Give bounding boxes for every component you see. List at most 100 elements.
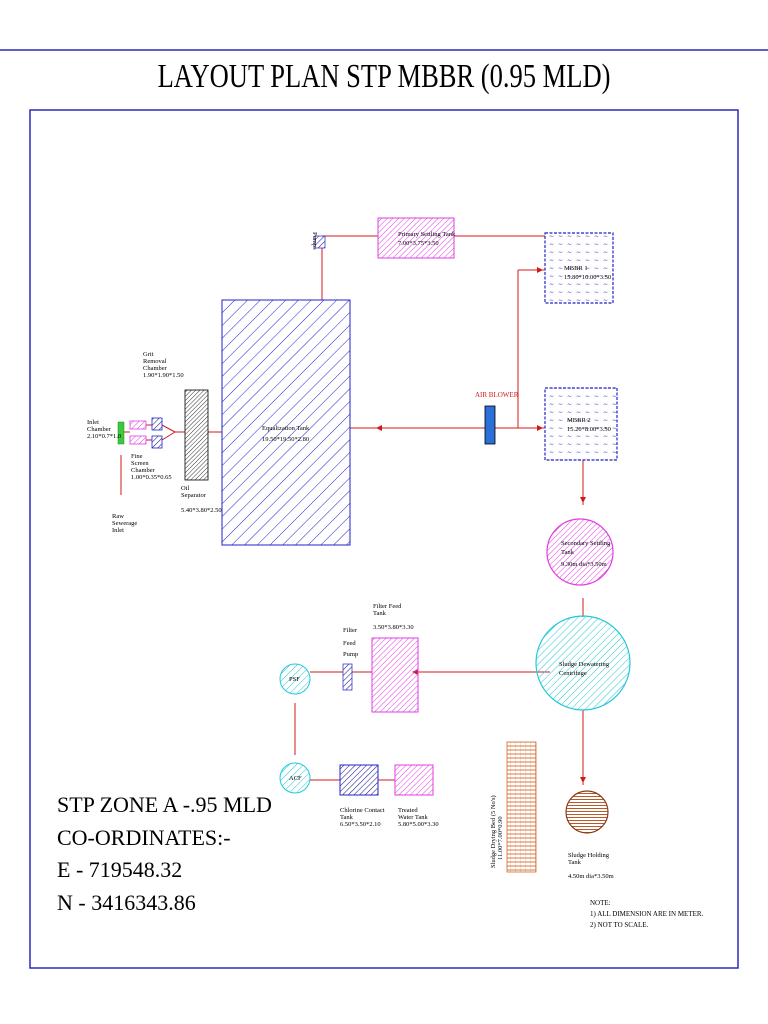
svg-text:Sewerage: Sewerage [112,520,137,527]
fine-screen-chamber-2 [129,435,147,445]
svg-text:15.20*8.00*3.50: 15.20*8.00*3.50 [567,426,611,433]
primary-settling-tank [377,217,455,259]
secondary-settling-tank [546,518,614,586]
psf-label: PSF [289,676,300,683]
svg-text:Chamber: Chamber [87,426,112,433]
secondary-settling-label: Secondary Settling Tank 9.30m dia*3.50m [561,540,611,568]
svg-text:1.00*0.35*0.65: 1.00*0.35*0.65 [131,474,172,481]
svg-text:7.00*3.75*3.50: 7.00*3.75*3.50 [398,240,439,247]
svg-text:Primary Settling Tank: Primary Settling Tank [398,231,456,238]
pump-label: Pumps [311,232,318,250]
svg-text:N - 3416343.86: N - 3416343.86 [57,890,196,915]
air-blower-label: AIR BLOWER [475,391,519,399]
treated-water-tank [394,764,434,796]
treated-water-label: Treated Water Tank 5.80*5.00*3.30 [398,807,439,828]
mbbr-1-label: MBBR 1 15.80*10.00*3.50 [564,265,611,281]
svg-text:Treated: Treated [398,807,418,814]
svg-text:Removal: Removal [143,358,167,365]
sludge-dewatering-centrifuge [535,615,631,711]
svg-text:Feed: Feed [343,640,356,647]
sludge-dewatering-label: Sludge Dewatering Centrifuge [559,661,610,677]
svg-text:4.50m dia*3.50m: 4.50m dia*3.50m [568,873,614,880]
svg-text:Equalization Tank: Equalization Tank [262,425,310,432]
svg-text:CO-ORDINATES:-: CO-ORDINATES:- [57,825,231,850]
svg-text:19.50*19.50*2.80: 19.50*19.50*2.80 [262,436,309,443]
svg-text:Sludge Dewatering: Sludge Dewatering [559,661,610,668]
svg-text:Oil: Oil [181,485,190,492]
svg-text:5.80*5.00*3.30: 5.80*5.00*3.30 [398,821,439,828]
svg-text:Sludge Holding: Sludge Holding [568,852,610,859]
grit-chamber-label: Grit Removal Chamber 1.90*1.90*1.50 [143,351,184,379]
mbbr-2 [544,387,618,461]
svg-text:Tank: Tank [568,859,582,866]
svg-text:Screen: Screen [131,460,149,467]
svg-text:11.00*7.00*0.90: 11.00*7.00*0.90 [497,816,504,860]
svg-text:Grit: Grit [143,351,154,358]
oil-separator-label: Oil Separator 5.40*3.80*2.50 [181,485,222,514]
svg-text:Raw: Raw [112,513,124,520]
svg-text:MBBR 1: MBBR 1 [564,265,588,272]
fine-screen-chamber-1 [129,420,147,430]
svg-text:15.80*10.00*3.50: 15.80*10.00*3.50 [564,274,611,281]
svg-text:Chlorine Contact: Chlorine Contact [340,807,385,814]
inlet-chamber [117,421,125,445]
acf-label: ACF [289,775,302,782]
svg-text:Sludge Drying Bed (5 No's): Sludge Drying Bed (5 No's) [490,795,497,868]
page-title: LAYOUT PLAN STP MBBR (0.95 MLD) [157,58,611,95]
svg-text:Centrifuge: Centrifuge [559,670,587,677]
grit-chamber-1 [151,417,163,431]
notes: NOTE: 1) ALL DIMENSION ARE IN METER. 2) … [590,899,704,929]
filter-feed-pump [342,663,353,691]
svg-text:E - 719548.32: E - 719548.32 [57,857,182,882]
mbbr-1 [544,232,614,304]
svg-text:Tank: Tank [561,549,575,556]
filter-feed-tank [371,637,419,713]
svg-text:Secondary Settling: Secondary Settling [561,540,611,547]
sludge-drying-label: Sludge Drying Bed (5 No's) 11.00*7.00*0.… [490,795,504,868]
acf-filter [279,762,311,794]
svg-text:Chamber: Chamber [143,365,168,372]
filter-feed-tank-label: Filter Feed Tank 3.50*3.80*3.30 [373,603,414,631]
sludge-drying-bed [506,741,537,873]
svg-text:Filter Feed: Filter Feed [373,603,402,610]
inlet-chamber-label: Inlet Chamber 2.10*0.7*1.0 [87,419,121,440]
svg-text:3.50*3.80*3.30: 3.50*3.80*3.30 [373,624,414,631]
psf-filter [279,663,311,695]
svg-text:Fine: Fine [131,453,143,460]
pipe-network [120,235,584,785]
chlorine-contact-label: Chlorine Contact Tank 6.50*3.50*2.10 [340,807,385,828]
sludge-holding-label: Sludge Holding Tank 4.50m dia*3.50m [568,852,614,880]
chlorine-contact-tank [339,764,379,796]
svg-text:5.40*3.80*2.50: 5.40*3.80*2.50 [181,507,222,514]
mbbr-2-label: MBBR 2 15.20*8.00*3.50 [567,417,611,433]
drawing-frame [29,109,739,969]
raw-sewage-label: Raw Sewerage Inlet [112,513,137,534]
svg-text:2.10*0.7*1.0: 2.10*0.7*1.0 [87,433,121,440]
filter-feed-pump-label: Filter Feed Pump [343,627,358,658]
svg-text:Chamber: Chamber [131,467,156,474]
svg-text:1.90*1.90*1.50: 1.90*1.90*1.50 [143,372,184,379]
svg-text:Water Tank: Water Tank [398,814,429,821]
svg-text:2) NOT TO SCALE.: 2) NOT TO SCALE. [590,921,649,929]
primary-settling-label: Primary Settling Tank 7.00*3.75*3.50 [398,231,456,247]
svg-text:Inlet: Inlet [87,419,99,426]
svg-text:Pump: Pump [343,651,358,658]
svg-text:6.50*3.50*2.10: 6.50*3.50*2.10 [340,821,381,828]
oil-separator [184,389,209,481]
sludge-holding-tank [565,790,609,834]
svg-text:STP ZONE A -.95 MLD: STP ZONE A -.95 MLD [57,792,272,817]
grit-chamber-2 [151,435,163,449]
svg-text:NOTE:: NOTE: [590,899,611,907]
svg-text:Separator: Separator [181,492,207,499]
svg-text:Filter: Filter [343,627,358,634]
air-blower [484,405,496,445]
svg-text:1) ALL DIMENSION ARE IN METER.: 1) ALL DIMENSION ARE IN METER. [590,910,704,918]
svg-text:Tank: Tank [340,814,354,821]
svg-text:Inlet: Inlet [112,527,124,534]
pump [314,235,326,249]
equalization-tank-label: Equalization Tank 19.50*19.50*2.80 [262,425,310,443]
svg-text:MBBR 2: MBBR 2 [567,417,591,424]
equalization-tank [221,299,351,546]
fine-screen-label: Fine Screen Chamber 1.00*0.35*0.65 [131,453,172,481]
